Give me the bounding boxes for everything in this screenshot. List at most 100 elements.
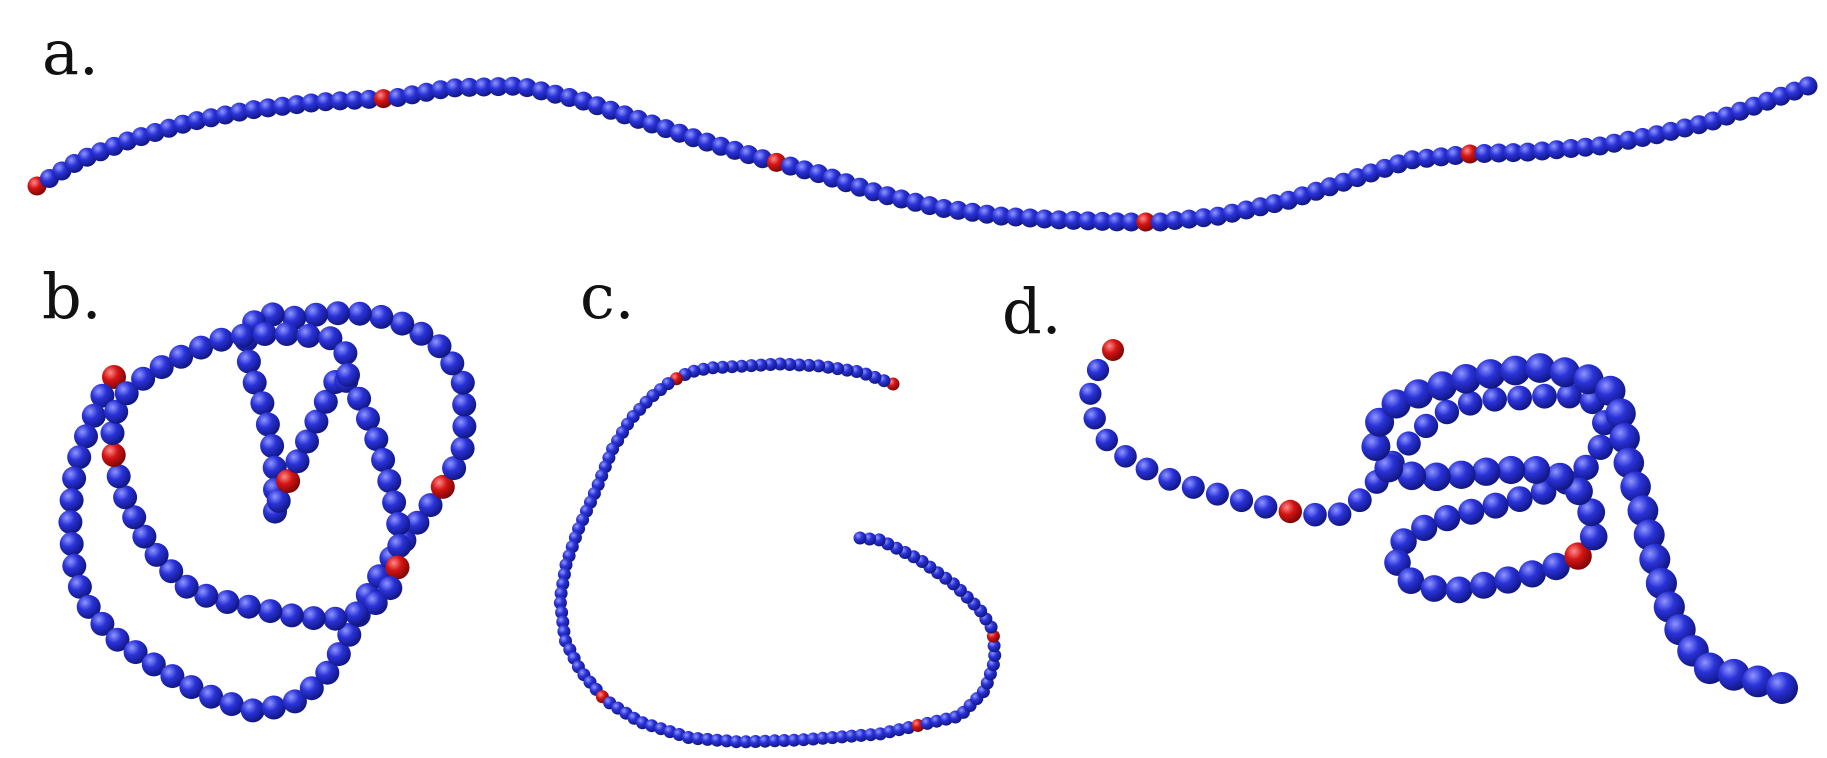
- chain-c-bead: [735, 359, 749, 373]
- chain-d-bead: [1482, 387, 1507, 412]
- chain-b-bead: [74, 424, 98, 449]
- chain-b-bead: [189, 335, 213, 360]
- chain-b-bead: [440, 351, 465, 376]
- chain-a-marker-bead: [1460, 144, 1480, 164]
- chain-c-bead: [806, 732, 820, 746]
- chain-b-bead: [144, 542, 169, 567]
- chain-d-bead: [1506, 486, 1533, 512]
- chain-b-bead: [90, 383, 115, 408]
- chain-b-bead: [67, 445, 92, 470]
- chain-c-bead: [720, 734, 734, 748]
- chain-c-bead: [556, 615, 570, 629]
- chain-a-bead: [503, 76, 523, 96]
- chain-c-bead: [758, 734, 772, 748]
- chain-b-bead: [242, 370, 267, 395]
- chain-c-bead: [744, 359, 758, 373]
- chain-b-bead: [409, 321, 434, 346]
- chain-d-bead: [1742, 665, 1774, 698]
- chain-b-bead: [159, 559, 184, 584]
- chain-a-bead: [316, 92, 336, 112]
- chain-c-bead: [821, 360, 835, 374]
- chain-c-bead: [777, 734, 791, 747]
- chain-a-bead: [1078, 211, 1098, 231]
- chain-d-bead: [1457, 391, 1483, 416]
- chain-c-bead: [749, 735, 762, 748]
- chain-c-bead: [710, 733, 724, 747]
- chain-b-bead: [323, 606, 348, 631]
- chain-b-bead: [274, 322, 299, 346]
- chain-a-bead: [1431, 147, 1451, 167]
- chain-b-bead: [315, 660, 340, 685]
- chain-a-bead: [1590, 136, 1610, 156]
- chain-a-bead: [474, 77, 494, 97]
- chain-b-bead: [336, 363, 360, 387]
- chain-d-bead: [1595, 375, 1626, 406]
- chain-b-bead: [282, 689, 307, 714]
- chain-b-bead: [106, 464, 131, 489]
- chain-b-bead: [114, 381, 139, 406]
- chain-a-bead: [488, 77, 508, 97]
- chain-d-bead: [1565, 477, 1593, 506]
- chain-d-marker-bead: [1102, 339, 1124, 361]
- chain-c-bead: [872, 533, 886, 547]
- chain-d-bead: [1135, 457, 1159, 481]
- chain-b-bead: [209, 327, 234, 352]
- chain-a-extended: [27, 76, 1818, 232]
- chain-d-bead: [1605, 398, 1636, 429]
- chain-a-bead: [1121, 212, 1141, 232]
- chain-b-bead: [299, 676, 324, 701]
- chain-b-bead: [141, 652, 166, 677]
- chain-d-bead: [1434, 504, 1461, 532]
- chain-a-bead: [1446, 146, 1465, 165]
- chain-c-bead: [850, 365, 864, 378]
- chain-a-bead: [1489, 143, 1509, 163]
- chain-a-bead: [991, 206, 1011, 226]
- chain-a-bead: [416, 82, 436, 102]
- chain-a-bead: [1035, 209, 1054, 229]
- chain-b-bead: [325, 301, 350, 326]
- chain-b-marker-bead: [385, 555, 410, 580]
- chain-b-bead: [279, 603, 304, 628]
- chain-b-bead: [363, 591, 388, 616]
- chain-b-bead: [260, 302, 285, 327]
- chain-d-bead: [1587, 434, 1614, 460]
- chain-b-bead: [113, 485, 138, 510]
- chain-d-bead: [1079, 382, 1102, 405]
- chain-a-bead: [215, 105, 235, 125]
- chain-a-bead: [1575, 137, 1595, 157]
- chain-d-bead: [1434, 399, 1460, 425]
- chain-b-bead: [67, 574, 92, 599]
- chain-d-bead: [1518, 560, 1546, 588]
- chain-b-bead: [131, 366, 156, 391]
- chain-d-bead: [1579, 522, 1608, 551]
- chain-d-bead: [1522, 456, 1551, 484]
- chain-a-bead: [359, 89, 379, 109]
- chain-a-bead: [287, 95, 307, 115]
- chain-b-bead: [427, 334, 452, 359]
- chain-d-bead: [1327, 502, 1352, 526]
- chain-d-bead: [1086, 358, 1110, 382]
- chain-a-bead: [963, 202, 982, 222]
- chain-b-bead: [215, 590, 240, 614]
- chain-a-bead: [459, 77, 479, 97]
- chain-a-bead: [1165, 211, 1185, 230]
- chain-b-bead: [450, 436, 475, 461]
- chain-b-bead: [76, 594, 101, 619]
- chain-d-bead: [1414, 413, 1439, 438]
- chain-b-bead: [90, 611, 115, 636]
- chain-b-bead: [344, 601, 369, 626]
- chain-d-bead: [1095, 428, 1119, 452]
- chain-b-marker-bead: [430, 474, 455, 499]
- chain-b-bead: [231, 323, 255, 348]
- chain-c-bead: [987, 639, 1001, 653]
- chain-d-bead: [1427, 371, 1457, 401]
- chain-b-bead: [160, 664, 185, 689]
- chain-d-bead: [1620, 471, 1651, 503]
- chain-a-bead: [330, 91, 350, 111]
- chain-b-bead: [347, 386, 372, 411]
- chain-d-bead: [1158, 467, 1182, 491]
- chain-d-bead: [1403, 379, 1433, 409]
- chain-d-bead: [1494, 566, 1522, 594]
- chain-b-bead: [387, 533, 412, 558]
- chain-d-bead: [1361, 432, 1391, 461]
